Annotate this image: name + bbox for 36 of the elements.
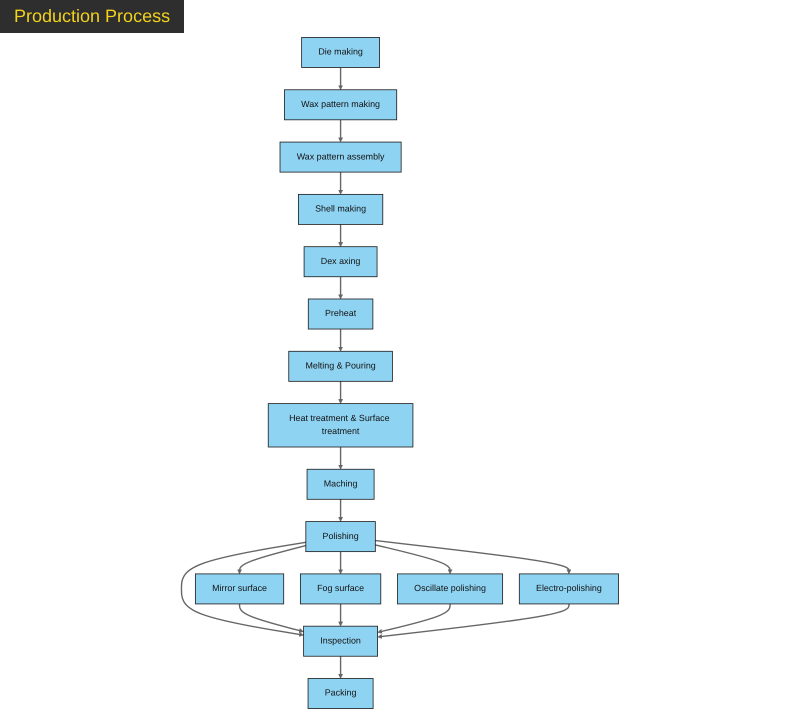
node-box: Electro-polishing: [518, 573, 619, 604]
node-box: Maching: [306, 468, 375, 500]
arrow: [338, 329, 344, 352]
arrow: [338, 381, 344, 404]
node-box: Inspection: [303, 626, 378, 657]
node-box: Wax pattern making: [284, 89, 398, 120]
title-banner: Production Process: [0, 0, 184, 33]
node-box: Shell making: [298, 194, 384, 225]
node-box: Packing: [308, 678, 374, 709]
node-box: Preheat: [308, 298, 374, 330]
node-box: Melting & Pouring: [288, 350, 393, 382]
arrow: [377, 604, 570, 639]
node-box: Dex axing: [304, 246, 378, 278]
arrow: [338, 656, 344, 679]
arrow: [375, 540, 572, 574]
arrow: [238, 604, 304, 633]
arrow: [338, 276, 344, 300]
node-box: Heat treatment & Surface treatment: [268, 403, 414, 448]
arrow: [338, 552, 344, 574]
arrow: [338, 499, 344, 522]
arrow: [338, 447, 344, 470]
node-box: Polishing: [305, 521, 376, 552]
arrow: [237, 544, 306, 574]
node-box: Die making: [301, 37, 380, 68]
arrow: [338, 172, 344, 195]
node-box: Mirror surface: [194, 573, 284, 604]
arrow: [180, 542, 306, 637]
arrow: [338, 68, 344, 90]
arrow: [377, 604, 451, 634]
arrow: [375, 544, 452, 574]
node-box: Fog surface: [300, 573, 382, 604]
arrow: [338, 120, 344, 142]
arrow: [338, 604, 344, 626]
node-box: Oscillate polishing: [397, 573, 504, 604]
node-box: Wax pattern assembly: [280, 142, 402, 173]
arrow: [338, 224, 344, 247]
